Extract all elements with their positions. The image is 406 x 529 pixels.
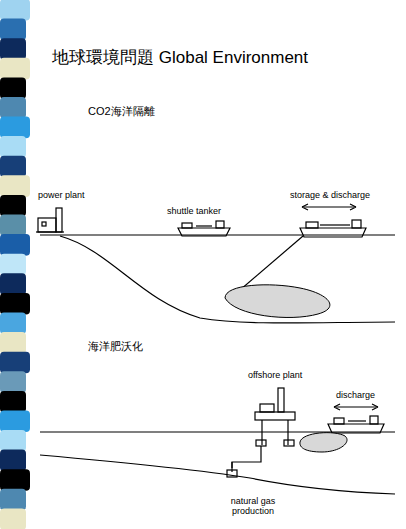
strip-bar [0,19,26,41]
strip-bar [0,0,30,21]
strip-bar [0,175,30,197]
strip-bar [0,293,30,315]
strip-bar [0,136,26,158]
strip-bar [0,391,26,413]
offshore-platform-icon [227,388,295,477]
seabed [60,236,395,323]
shuttle-tanker-icon [178,221,230,236]
strip-bar [0,508,26,529]
strip-bar [0,97,26,119]
discharge-pipe [240,236,303,290]
title: 地球環境問題 Global Environment [52,48,308,68]
part-label: natural gas production [222,496,284,517]
strip-bar [0,117,30,139]
strip-bar [0,489,26,511]
strip-bar [0,469,30,491]
strip-bar [0,215,26,237]
strip-bar [0,234,30,256]
section-heading: CO2海洋隔離 [88,105,155,118]
decorative-strip [0,0,30,529]
strip-bar [0,273,26,295]
power-plant-icon [36,208,64,232]
part-label: offshore plant [248,370,302,380]
strip-bar [0,254,26,276]
strip-bar [0,450,26,472]
discharge-ship-icon [328,416,384,433]
strip-bar [0,58,30,80]
strip-bar [0,38,26,60]
strip-bar [0,371,26,393]
strip-bar [0,332,26,354]
part-label: discharge [336,390,375,400]
co2-pool [225,285,330,318]
nutrient-plume [300,433,347,452]
strip-bar [0,195,26,217]
section-heading: 海洋肥沃化 [88,340,143,353]
strip-bar [0,430,26,452]
strip-bar [0,410,30,432]
part-label: power plant [38,190,85,200]
strip-bar [0,156,26,178]
storage-ship-icon [300,220,366,237]
seabed [40,455,395,494]
part-label: shuttle tanker [167,206,221,216]
motion-arrow [302,206,356,207]
strip-bar [0,313,26,335]
strip-bar [0,352,30,374]
part-label: storage & discharge [290,190,370,200]
strip-bar [0,77,26,99]
